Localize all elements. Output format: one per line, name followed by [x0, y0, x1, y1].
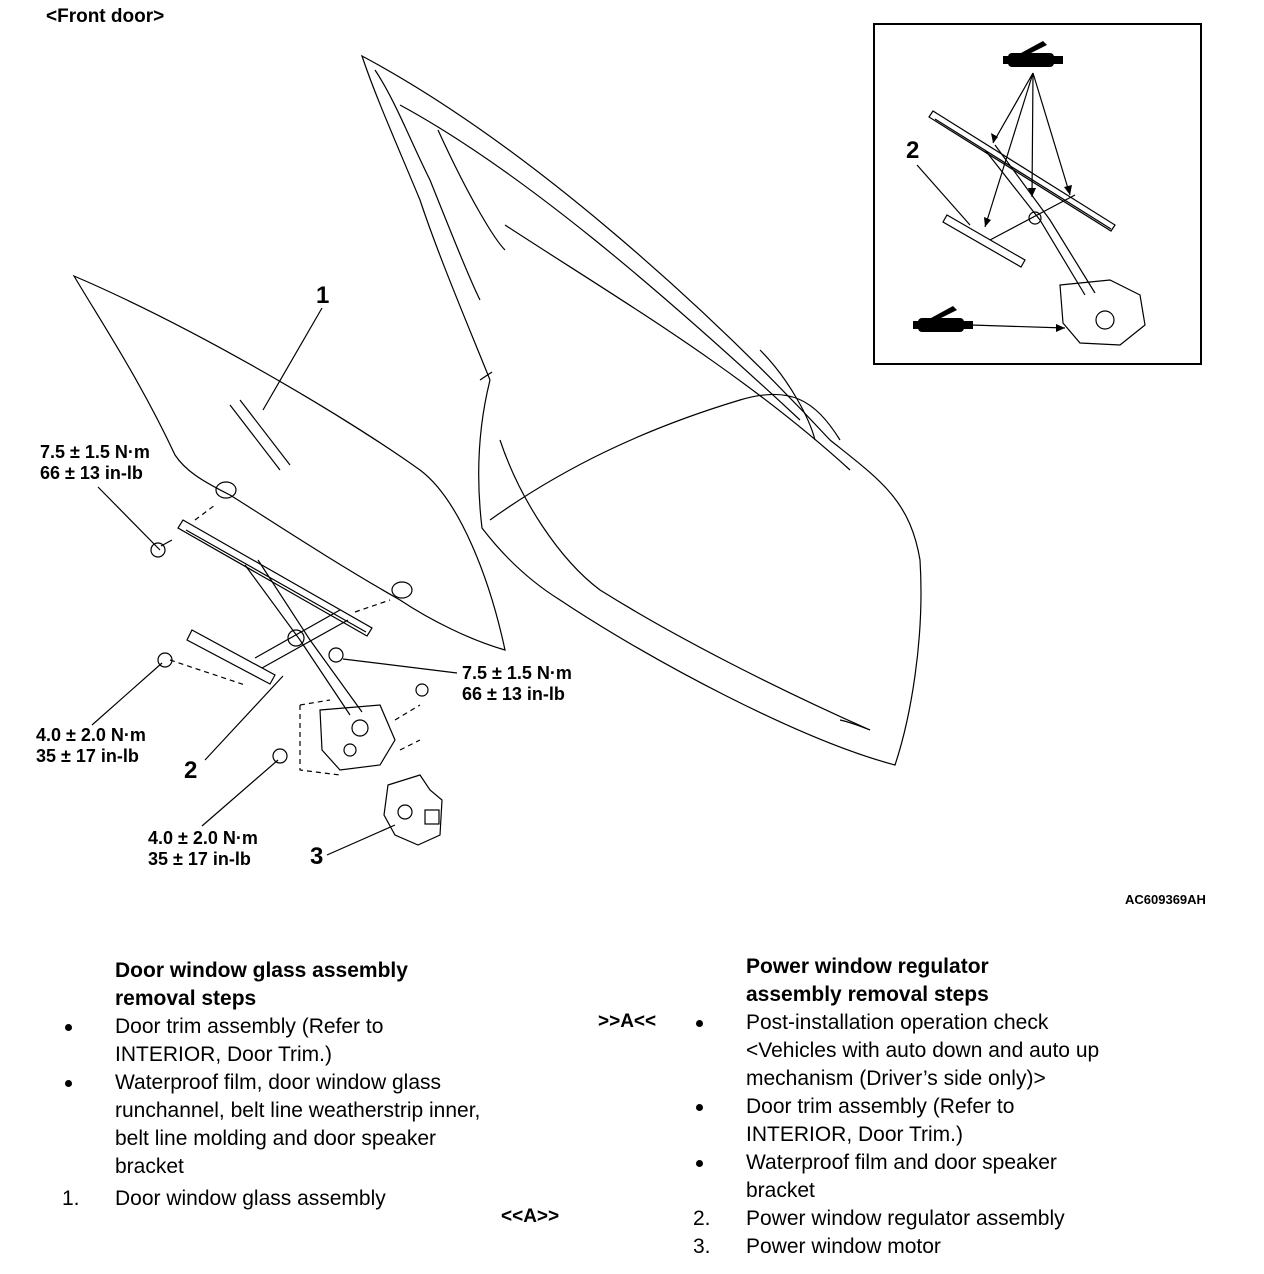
callout-1: 1 [316, 282, 330, 309]
figure-id: AC609369AH [1125, 892, 1206, 907]
ref-marker-post-install: >>A<< [598, 1011, 657, 1032]
glass-steps-heading: Door window glass assembly removal steps [115, 959, 408, 1010]
bullet-icon [693, 1149, 723, 1177]
grease-gun-icon [913, 306, 973, 332]
regulator-step-item: Door trim assembly (Refer to INTERIOR, D… [696, 1093, 1076, 1149]
regulator-step-item: Post-installation operation check <Vehic… [696, 1009, 1121, 1093]
regulator-removal-steps: Power window regulator assembly removal … [693, 953, 1126, 1261]
bullet-icon [693, 1093, 723, 1121]
regulator-rail [177, 519, 373, 637]
bullet-icon [62, 1069, 92, 1097]
window-glass [72, 274, 506, 651]
glass-step-item: 1. Door window glass assembly [62, 1187, 386, 1210]
regulator-step-item: 3. Power window motor [693, 1235, 941, 1258]
callout-2: 2 [184, 757, 198, 784]
regulator-steps-heading: Power window regulator assembly removal … [746, 955, 989, 1006]
inset-diagram [913, 41, 1146, 346]
window-motor [383, 774, 443, 846]
grease-inset: 2 [873, 23, 1202, 365]
ref-marker-regulator: <<A>> [501, 1206, 560, 1227]
regulator-step-item: 2. Power window regulator assembly [693, 1207, 1065, 1230]
glass-step-item: Waterproof film, door window glass runch… [65, 1069, 485, 1181]
callout-3: 3 [310, 843, 324, 870]
regulator-step-item: Waterproof film and door speaker bracket [696, 1149, 1106, 1205]
exploded-door-diagram [72, 54, 922, 856]
bullet-icon [62, 1013, 92, 1041]
bullet-icon [693, 1009, 723, 1037]
grease-gun-icon [1003, 41, 1063, 67]
door-shell [360, 54, 922, 766]
page-title: <Front door> [46, 6, 165, 27]
glass-step-item: Door trim assembly (Refer to INTERIOR, D… [65, 1013, 445, 1069]
glass-removal-steps: Door window glass assembly removal steps… [62, 957, 495, 1213]
inset-callout-2: 2 [906, 137, 920, 164]
